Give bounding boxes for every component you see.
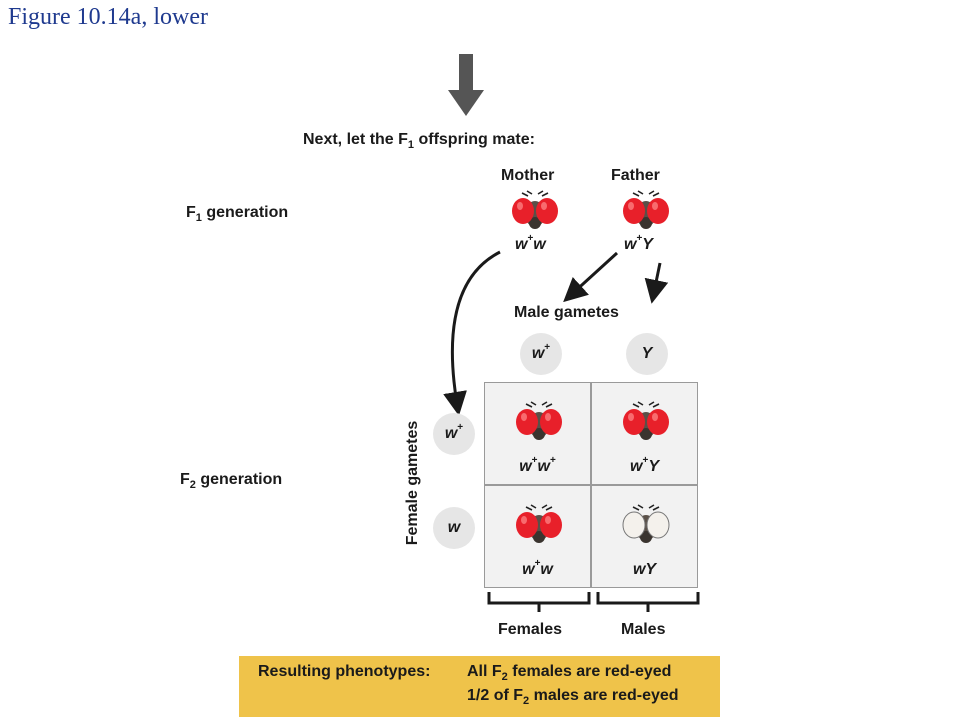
f1-generation-label: F1 generation (186, 204, 289, 225)
punnett-cell: w+w (485, 486, 590, 587)
father-fly-icon (621, 190, 671, 232)
punnett-cell: w+Y (592, 383, 697, 484)
result-line-2: 1/2 of F2 males are red-eyed (467, 687, 679, 708)
male-gametes-label: Male gametes (514, 304, 619, 321)
f2-generation-label: F2 generation (180, 471, 283, 492)
father-genotype: w+Y (624, 233, 653, 253)
males-bracket (596, 592, 700, 612)
mother-label: Mother (501, 167, 555, 184)
offspring-genotype: w+w+ (519, 455, 556, 475)
red-eyed-fly-icon (514, 401, 564, 443)
mother-fly-icon (510, 190, 560, 232)
white-eyed-fly-icon (621, 504, 671, 546)
male-gamete-y: Y (626, 333, 668, 375)
mother-genotype: w+w (515, 233, 546, 253)
offspring-genotype: w+w (522, 558, 553, 578)
father-label: Father (611, 167, 660, 184)
offspring-genotype: w+Y (630, 455, 659, 475)
female-gamete-wplus: w+ (433, 413, 475, 455)
females-bracket (487, 592, 591, 612)
sex-brackets (487, 592, 700, 612)
red-eyed-fly-icon (621, 401, 671, 443)
result-label: Resulting phenotypes: (258, 663, 431, 680)
result-line-1: All F2 females are red-eyed (467, 663, 672, 684)
female-gamete-w: w (433, 507, 475, 549)
heading: Next, let the F1 offspring mate: (303, 131, 535, 152)
males-label: Males (621, 621, 666, 638)
father-to-y-arrow (644, 262, 669, 304)
punnett-cell: wY (592, 486, 697, 587)
figure-title: Figure 10.14a, lower (8, 4, 208, 30)
offspring-genotype: wY (632, 561, 657, 578)
punnett-square: w+w+ w+Y w+w wY (484, 382, 698, 588)
male-gamete-wplus: w+ (520, 333, 562, 375)
females-label: Females (498, 621, 563, 638)
female-gametes-label: Female gametes (404, 420, 421, 546)
result-box (239, 656, 720, 717)
father-to-wplus-arrow (563, 251, 619, 303)
punnett-cell: w+w+ (485, 383, 590, 484)
down-arrow-icon (448, 54, 484, 116)
red-eyed-fly-icon (514, 504, 564, 546)
